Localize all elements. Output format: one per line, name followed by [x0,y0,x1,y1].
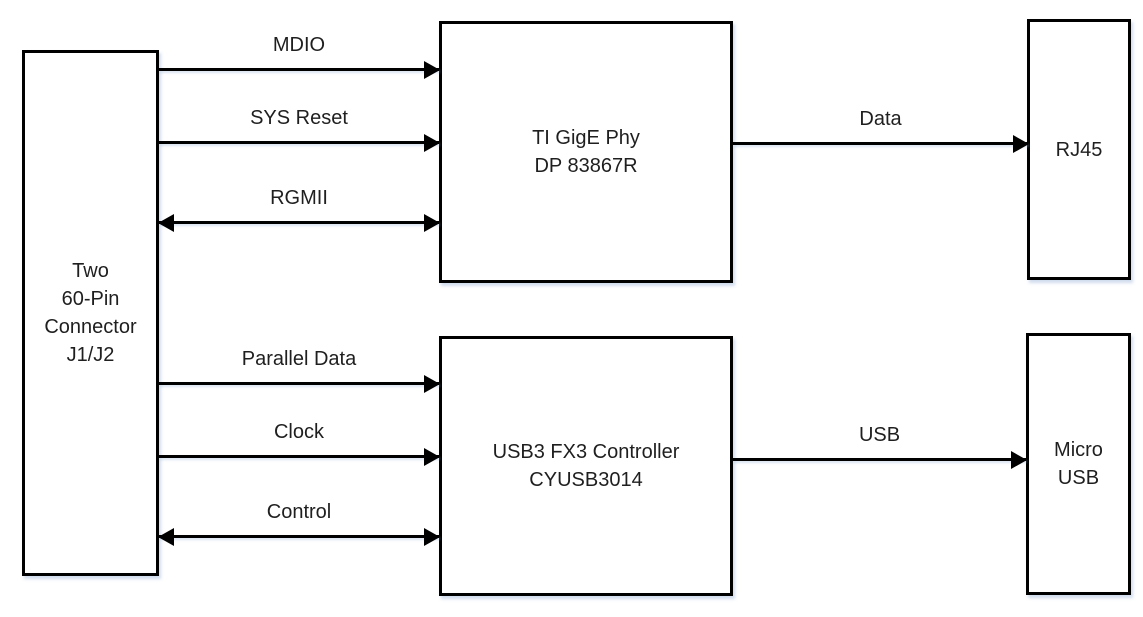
arrowhead-right-icon [1011,450,1027,469]
node-ti-gige-phy: TI GigE Phy DP 83867R [439,21,733,283]
edge-control: Control [158,501,440,546]
arrowhead-right-icon [424,60,440,79]
edge-clock-label: Clock [273,421,324,443]
edge-parallel-data: Parallel Data [159,348,440,393]
arrowhead-left-icon [158,213,174,232]
arrowhead-left-icon [158,527,174,546]
arrowhead-right-icon [424,213,440,232]
node-usb3-fx3-controller: USB3 FX3 Controller CYUSB3014 [439,336,733,596]
edge-usb: USB [733,424,1027,469]
node-usb3-fx3-controller-label: USB3 FX3 Controller CYUSB3014 [492,441,680,491]
arrowhead-right-icon [424,527,440,546]
node-rj45: RJ45 [1027,19,1131,280]
edge-mdio-label: MDIO [272,34,326,56]
edge-sys-reset-label: SYS Reset [250,107,348,129]
node-micro-usb: Micro USB [1026,333,1131,595]
edge-sys-reset: SYS Reset [159,107,440,152]
arrowhead-right-icon [424,374,440,393]
node-ti-gige-phy-label: TI GigE Phy DP 83867R [532,127,640,177]
edge-data: Data [733,108,1029,153]
arrowhead-right-icon [1013,134,1029,153]
edge-control-label: Control [266,501,332,523]
node-micro-usb-label: Micro USB [1054,439,1103,489]
edge-parallel-data-label: Parallel Data [241,348,357,370]
edge-data-label: Data [859,108,902,130]
edge-clock: Clock [159,421,440,466]
node-rj45-label: RJ45 [1055,138,1103,161]
arrowhead-right-icon [424,133,440,152]
node-two-60pin-connector-label: Two 60-Pin Connector J1/J2 [44,260,137,366]
edge-usb-label: USB [858,424,901,446]
edge-mdio: MDIO [159,34,440,79]
arrowhead-right-icon [424,447,440,466]
node-two-60pin-connector: Two 60-Pin Connector J1/J2 [22,50,159,576]
edge-rgmii: RGMII [158,187,440,232]
edge-rgmii-label: RGMII [270,187,328,209]
